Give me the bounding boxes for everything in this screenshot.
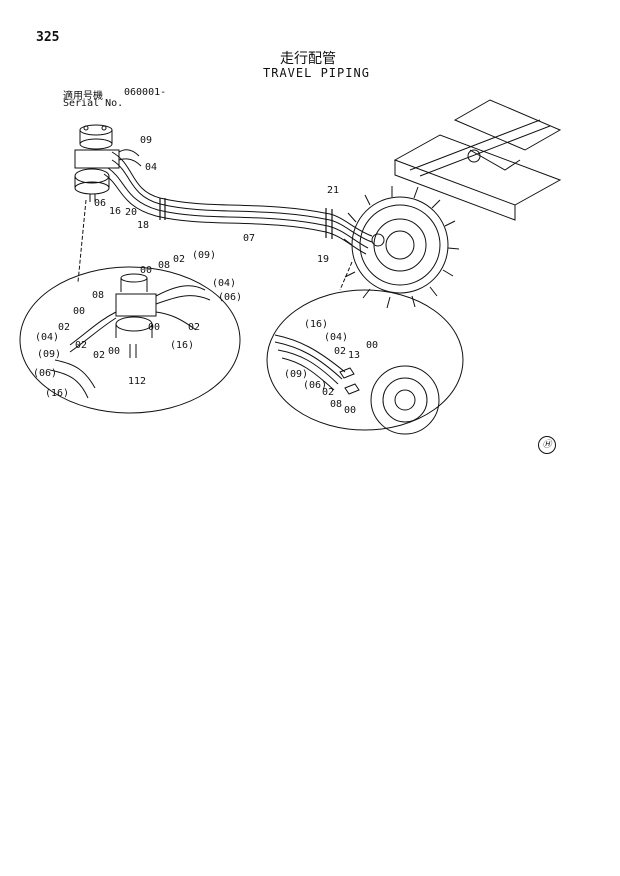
title-japanese: 走行配管 <box>280 51 336 67</box>
callout-label: (04) <box>212 278 236 289</box>
callout-label: (09) <box>37 349 61 360</box>
serial-label-english: Serial No. <box>63 98 124 109</box>
callout-label: 08 <box>158 260 170 271</box>
callout-label: 00 <box>140 265 152 276</box>
callout-label: 02 <box>75 340 87 351</box>
callout-label: 00 <box>148 322 160 333</box>
callout-label: 02 <box>93 350 105 361</box>
callout-label: 09 <box>140 135 152 146</box>
callout-label: 18 <box>137 220 149 231</box>
callout-label: (16) <box>170 340 194 351</box>
callout-label: (06) <box>218 292 242 303</box>
callout-label: 08 <box>92 290 104 301</box>
right-detail-view <box>266 261 464 435</box>
callout-label: 00 <box>366 340 378 351</box>
callout-label: (06) <box>33 368 57 379</box>
callout-label: 112 <box>128 376 146 387</box>
callout-label: 20 <box>125 207 137 218</box>
page-number: 325 <box>36 30 60 45</box>
callout-label: 00 <box>73 306 85 317</box>
main-view-callouts: 09 04 06 16 20 18 07 21 19 <box>94 135 339 265</box>
right-detail-callouts: (16) (04) 02 13 00 (09) (06) 02 08 00 <box>284 319 378 416</box>
travel-hoses <box>103 151 373 255</box>
callout-label: 02 <box>173 254 185 265</box>
callout-label: (06) <box>303 380 327 391</box>
callout-label: 07 <box>243 233 255 244</box>
callout-label: 08 <box>330 399 342 410</box>
callout-label: 00 <box>344 405 356 416</box>
callout-label: 00 <box>108 346 120 357</box>
travel-motor-sprocket <box>343 186 460 309</box>
callout-label: 19 <box>317 254 329 265</box>
callout-label: 04 <box>145 162 157 173</box>
page-corner-mark: Ⓗ <box>538 436 556 454</box>
callout-label: (04) <box>324 332 348 343</box>
title-english: TRAVEL PIPING <box>263 66 370 80</box>
callout-label: (04) <box>35 332 59 343</box>
callout-label: 13 <box>348 350 360 361</box>
callout-label: (09) <box>192 250 216 261</box>
callout-label: 02 <box>58 322 70 333</box>
serial-label-japanese: 適用号機 <box>63 91 103 102</box>
center-joint-drawing <box>74 124 142 202</box>
left-detail-view <box>19 199 241 414</box>
callout-label: 16 <box>109 206 121 217</box>
callout-label: (16) <box>45 388 69 399</box>
callout-label: 02 <box>334 346 346 357</box>
callout-label: 21 <box>327 185 339 196</box>
callout-label: 02 <box>322 387 334 398</box>
track-frame <box>393 99 562 221</box>
left-detail-callouts: 00 08 02 (09) 08 (04) (06) 00 02 (04) 02… <box>33 250 242 399</box>
serial-number-value: 060001- <box>124 87 167 98</box>
callout-label: (09) <box>284 369 308 380</box>
callout-label: (16) <box>304 319 328 330</box>
callout-label: 06 <box>94 198 106 209</box>
callout-label: 02 <box>188 322 200 333</box>
